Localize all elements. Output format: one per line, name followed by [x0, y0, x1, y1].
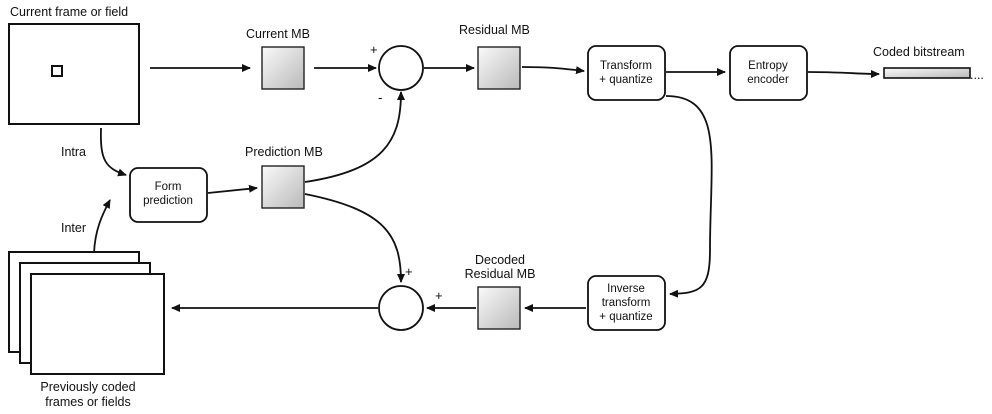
- form-prediction-label-line2: prediction: [143, 195, 193, 207]
- add-junction: [378, 285, 424, 331]
- arrow-transform-to-inverse: [665, 95, 713, 298]
- entropy-encoder-block: [729, 45, 808, 101]
- bottom-sum-plus-top: +: [405, 264, 413, 279]
- decoded-residual-mb: [477, 286, 521, 330]
- current-mb: [261, 46, 305, 90]
- arrow-entropy-to-bitstream: [807, 69, 880, 78]
- inverse-label-line2: transform: [602, 297, 651, 309]
- inverse-label-line3: + quantize: [599, 311, 652, 323]
- bottom-sum-plus-right: +: [435, 288, 443, 303]
- transform-quantize-block: [587, 45, 666, 101]
- arrow-form-prediction-to-prediction-mb: [207, 184, 258, 194]
- form-prediction-block: [129, 167, 208, 223]
- entropy-label-line1: Entropy: [748, 60, 788, 72]
- arrow-prediction-to-add: [304, 193, 405, 283]
- transform-label-line2: + quantize: [599, 74, 652, 86]
- current-frame-macroblock: [51, 65, 63, 77]
- current-frame-label: Current frame or field: [10, 5, 128, 19]
- prediction-mb: [261, 165, 305, 209]
- inverse-label-line1: Inverse: [607, 283, 645, 295]
- arrow-prediction-to-subtract: [304, 91, 405, 183]
- prediction-mb-label: Prediction MB: [245, 145, 323, 159]
- form-prediction-label-line1: Form: [155, 181, 182, 193]
- coded-bitstream-ellipsis: ....: [970, 68, 984, 82]
- decoded-residual-label-line1: Decoded: [475, 253, 525, 267]
- inverse-transform-block: [587, 275, 666, 331]
- inter-label: Inter: [61, 221, 86, 235]
- intra-label: Intra: [61, 145, 86, 159]
- entropy-label-line2: encoder: [747, 74, 789, 86]
- arrow-residual-to-transform: [521, 66, 585, 75]
- residual-mb-label: Residual MB: [459, 23, 530, 37]
- current-frame: [8, 23, 140, 125]
- arrow-intra: [100, 127, 127, 177]
- arrow-inter: [93, 199, 111, 254]
- top-sum-plus-sign: +: [370, 42, 378, 57]
- coded-bitstream-bar: [883, 67, 971, 79]
- subtract-junction: [378, 45, 424, 91]
- previously-coded-label-line2: frames or fields: [45, 395, 130, 409]
- previously-coded-label-line1: Previously coded: [40, 380, 135, 394]
- top-sum-minus-sign: -: [378, 90, 382, 105]
- decoded-residual-label-line2: Residual MB: [465, 267, 536, 281]
- current-mb-label: Current MB: [246, 27, 310, 41]
- coded-bitstream-label: Coded bitstream: [873, 45, 965, 59]
- residual-mb: [477, 46, 521, 90]
- previous-frame-front: [30, 273, 165, 375]
- transform-label-line1: Transform: [600, 60, 652, 72]
